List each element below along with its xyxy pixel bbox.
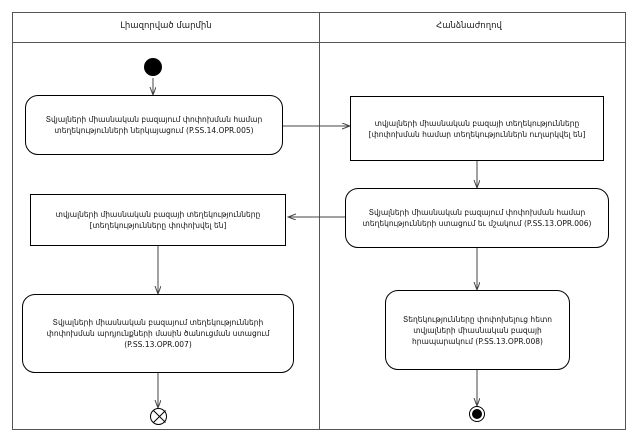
- action-node-opr-007-label: Տվյալների միասնական բազայում տեղեկությու…: [46, 318, 270, 349]
- activity-final-node: [469, 406, 485, 422]
- object-node-info-changed[interactable]: տվյալների միասնական բազայի տեղեկությունն…: [30, 194, 286, 246]
- flow-final-node: [150, 408, 167, 425]
- object-node-info-sent[interactable]: տվյալների միասնական բազայի տեղեկությունն…: [350, 96, 604, 161]
- action-node-opr-005-label: Տվյալների միասնական բազայում փոփոխման հա…: [45, 115, 263, 135]
- action-node-opr-006-label: Տվյալների միասնական բազայում փոփոխման հա…: [362, 208, 592, 228]
- swimlane-title-commission: Հանձնաժողով: [436, 21, 502, 31]
- swimlane-vertical-divider: [319, 13, 320, 429]
- action-node-opr-008[interactable]: Տեղեկությունները փոփոխելուց հետո տվյալնե…: [385, 290, 570, 370]
- swimlane-title-authorized-body: Լիազորված մարմին: [120, 21, 212, 31]
- action-node-opr-007[interactable]: Տվյալների միասնական բազայում տեղեկությու…: [22, 294, 294, 373]
- action-node-opr-006[interactable]: Տվյալների միասնական բազայում փոփոխման հա…: [345, 188, 609, 248]
- object-node-info-sent-label: տվյալների միասնական բազայի տեղեկությունն…: [368, 118, 586, 139]
- object-node-info-changed-label: տվյալների միասնական բազայի տեղեկությունն…: [55, 210, 261, 230]
- action-node-opr-005[interactable]: Տվյալների միասնական բազայում փոփոխման հա…: [25, 95, 283, 155]
- action-node-opr-008-label: Տեղեկությունները փոփոխելուց հետո տվյալնե…: [402, 314, 552, 346]
- initial-node: [144, 58, 162, 76]
